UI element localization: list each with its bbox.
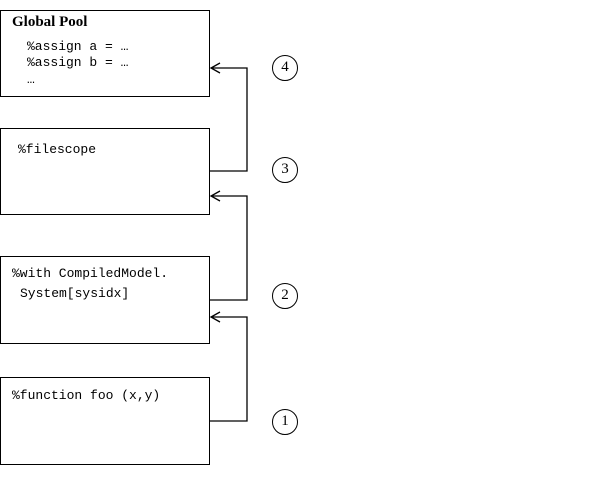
arrowhead-3 xyxy=(209,62,221,74)
arrow-function-to-with xyxy=(210,316,248,422)
step-2-badge: 2 xyxy=(272,283,298,309)
global-pool-box: Global Pool %assign a = … %assign b = … … xyxy=(0,10,210,97)
with-block-box: %with CompiledModel. System[sysidx] xyxy=(0,256,210,344)
step-1-badge: 1 xyxy=(272,409,298,435)
with-block-line: System[sysidx] xyxy=(20,286,130,301)
step-4-badge: 4 xyxy=(272,55,298,81)
filescope-line: %filescope xyxy=(18,142,97,157)
function-block-line: %function foo (x,y) xyxy=(12,388,161,403)
function-block-box: %function foo (x,y) xyxy=(0,377,210,465)
filescope-box: %filescope xyxy=(0,128,210,215)
arrowhead-2 xyxy=(209,190,221,202)
arrow-with-to-filescope xyxy=(210,195,248,301)
arrowhead-1 xyxy=(209,311,221,323)
global-pool-title: Global Pool xyxy=(12,14,88,30)
arrow-filescope-to-global xyxy=(210,67,248,172)
global-pool-line: %assign a = … xyxy=(27,39,129,54)
with-block-line: %with CompiledModel. xyxy=(12,266,169,281)
global-pool-line: … xyxy=(27,72,35,87)
global-pool-line: %assign b = … xyxy=(27,55,129,70)
step-3-badge: 3 xyxy=(272,157,298,183)
